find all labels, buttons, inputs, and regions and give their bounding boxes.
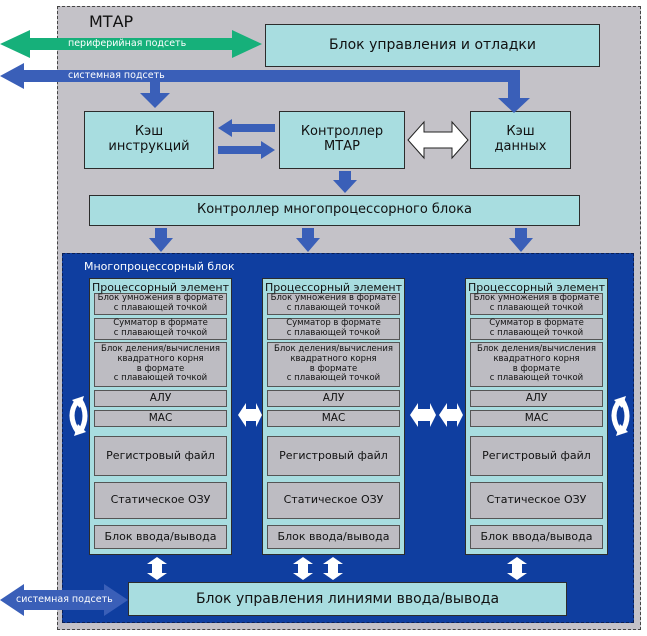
controller-dcache-arrow xyxy=(407,120,469,160)
mac-block: МАС xyxy=(470,410,603,427)
debug-control-block: Блок управления и отладки xyxy=(265,24,600,67)
io-unit-block: Блок ввода/вывода xyxy=(470,525,603,549)
processor-element-1: Процессорный элемент Блок умножения в фо… xyxy=(89,278,232,555)
debug-control-block-label: Блок управления и отладки xyxy=(329,37,536,54)
alu-block: АЛУ xyxy=(470,390,603,407)
pe-link-arrows xyxy=(238,403,463,427)
mtap-controller-block: Контроллер МТАР xyxy=(279,111,405,169)
alu-block: АЛУ xyxy=(267,390,400,407)
instruction-cache-block: Кэш инструкций xyxy=(84,111,214,169)
fp-multiplier-block: Блок умножения в формате с плавающей точ… xyxy=(267,293,400,315)
multiprocessor-block-title: Многопроцессорный блок xyxy=(84,260,235,273)
static-ram-block: Статическое ОЗУ xyxy=(267,482,400,519)
right-cycle-arrowhead-top xyxy=(614,396,626,408)
mp-controller-label: Контроллер многопроцессорного блока xyxy=(196,202,473,218)
icache-to-controller-arrow xyxy=(218,141,275,159)
processor-element-title: Процессорный элемент xyxy=(91,281,230,294)
processor-element-2: Процессорный элемент Блок умножения в фо… xyxy=(262,278,405,555)
system-subnet-arrow xyxy=(0,63,530,113)
mp-controller-to-pe1-arrow xyxy=(149,228,173,252)
mp-controller-to-pe3-arrow xyxy=(509,228,533,252)
data-cache-block: Кэш данных xyxy=(470,111,571,169)
peripheral-subnet-label: периферийная подсеть xyxy=(68,38,187,49)
pe-io-arrows xyxy=(147,557,527,580)
register-file-block: Регистровый файл xyxy=(267,436,400,476)
register-file-block: Регистровый файл xyxy=(470,436,603,476)
fp-multiplier-block: Блок умножения в формате с плавающей точ… xyxy=(470,293,603,315)
io-lines-control-label: Блок управления линиями ввода/вывода xyxy=(195,590,500,607)
fp-multiplier-block: Блок умножения в формате с плавающей точ… xyxy=(94,293,227,315)
mtap-controller-label: Контроллер МТАР xyxy=(300,124,384,154)
fp-adder-block: Сумматор в формате с плавающей точкой xyxy=(94,318,227,340)
left-cycle-arrowhead-bottom xyxy=(74,424,86,436)
fp-adder-block: Сумматор в формате с плавающей точкой xyxy=(470,318,603,340)
io-unit-block: Блок ввода/вывода xyxy=(267,525,400,549)
static-ram-block: Статическое ОЗУ xyxy=(94,482,227,519)
bottom-system-subnet-arrow xyxy=(0,584,128,616)
peripheral-subnet-arrow xyxy=(0,30,262,58)
fp-divider-sqrt-block: Блок деления/вычисления квадратного корн… xyxy=(94,342,227,387)
system-subnet-label: системная подсеть xyxy=(68,70,165,81)
processor-element-title: Процессорный элемент xyxy=(264,281,403,294)
alu-block: АЛУ xyxy=(94,390,227,407)
processor-element-3: Процессорный элемент Блок умножения в фо… xyxy=(465,278,608,555)
mp-controller-to-pe2-arrow xyxy=(296,228,320,252)
left-cycle-arrowhead-top xyxy=(72,396,84,408)
fp-adder-block: Сумматор в формате с плавающей точкой xyxy=(267,318,400,340)
io-unit-block: Блок ввода/вывода xyxy=(94,525,227,549)
fp-divider-sqrt-block: Блок деления/вычисления квадратного корн… xyxy=(470,342,603,387)
mp-controller-block: Контроллер многопроцессорного блока xyxy=(89,195,580,226)
io-lines-control-block: Блок управления линиями ввода/вывода xyxy=(128,582,567,616)
controller-to-icache-arrow xyxy=(218,119,275,137)
register-file-block: Регистровый файл xyxy=(94,436,227,476)
bottom-system-subnet-label: системная подсеть xyxy=(16,594,113,605)
data-cache-label: Кэш данных xyxy=(494,124,547,154)
fp-divider-sqrt-block: Блок деления/вычисления квадратного корн… xyxy=(267,342,400,387)
mac-block: МАС xyxy=(94,410,227,427)
processor-element-title: Процессорный элемент xyxy=(467,281,606,294)
instruction-cache-label: Кэш инструкций xyxy=(108,124,190,154)
controller-to-mp-controller-arrow xyxy=(333,171,357,193)
static-ram-block: Статическое ОЗУ xyxy=(470,482,603,519)
mac-block: МАС xyxy=(267,410,400,427)
mtap-title: МТАР xyxy=(89,12,134,31)
right-cycle-arrowhead-bottom xyxy=(616,424,628,436)
